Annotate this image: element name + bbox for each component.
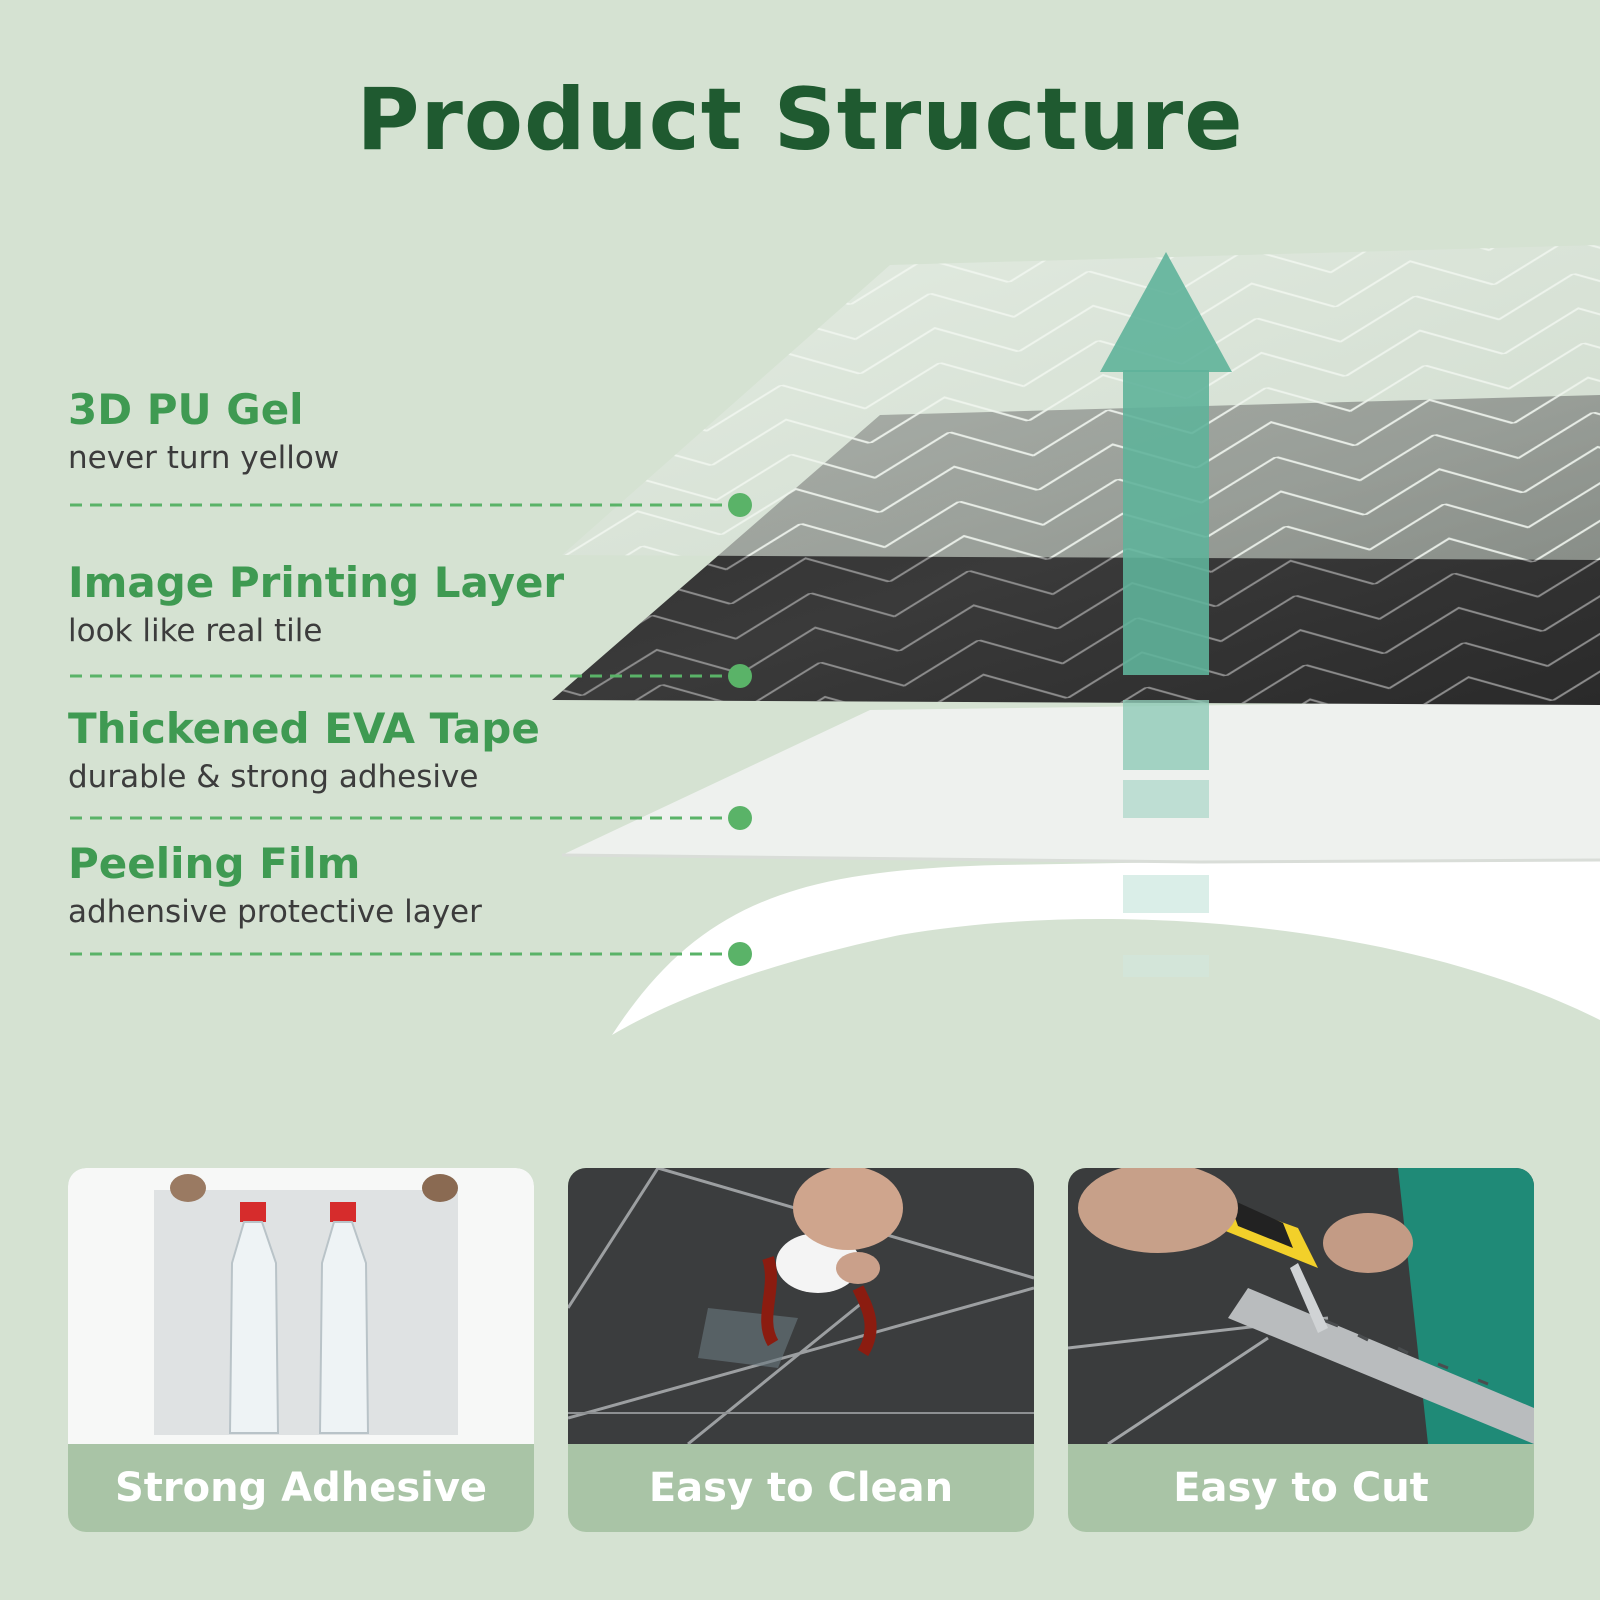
cleaning-photo: [568, 1168, 1034, 1444]
page-title: Product Structure: [356, 70, 1244, 170]
layer-label-pu-gel: 3D PU Gel never turn yellow: [68, 384, 748, 478]
feature-label: Strong Adhesive: [114, 1465, 488, 1511]
layer-label-image-printing: Image Printing Layer look like real tile: [68, 557, 748, 651]
layer-name: 3D PU Gel: [68, 385, 304, 434]
layer-name: Thickened EVA Tape: [68, 704, 540, 753]
leader-dot: [728, 942, 752, 966]
layer-desc: never turn yellow: [68, 440, 340, 476]
layer-desc: adhensive protective layer: [68, 894, 482, 930]
bottles-photo: [68, 1168, 534, 1444]
layer-label-peeling-film: Peeling Film adhensive protective layer: [68, 838, 748, 932]
peeling-film-layer: [612, 855, 1600, 1035]
feature-card-easy-to-cut: Easy to Cut: [1068, 1168, 1534, 1532]
eva-tape-layer: [562, 700, 1600, 862]
leader-dot: [728, 664, 752, 688]
feature-label: Easy to Clean: [648, 1465, 954, 1511]
feature-card-easy-to-clean: Easy to Clean: [568, 1168, 1034, 1532]
leader-dot: [728, 806, 752, 830]
up-arrow-icon: [1100, 252, 1232, 977]
layer-name: Peeling Film: [68, 839, 361, 888]
layer-desc: durable & strong adhesive: [68, 759, 479, 795]
leader-dot: [728, 493, 752, 517]
layer-label-eva-tape: Thickened EVA Tape durable & strong adhe…: [68, 703, 748, 797]
layer-diagram: [70, 245, 1600, 1035]
layer-name: Image Printing Layer: [68, 558, 565, 607]
feature-card-strong-adhesive: Strong Adhesive: [68, 1168, 534, 1532]
cutting-photo: [1068, 1168, 1534, 1444]
feature-label: Easy to Cut: [1173, 1465, 1429, 1511]
layer-desc: look like real tile: [68, 613, 323, 649]
